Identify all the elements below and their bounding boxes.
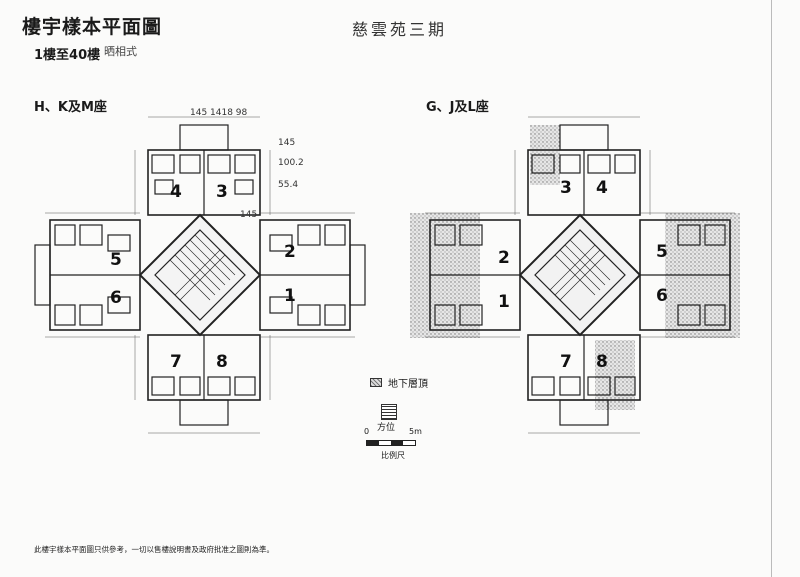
- handwritten-note: 晒相式: [104, 45, 137, 58]
- flat-number: 2: [284, 242, 296, 262]
- compass-icon: [381, 404, 397, 420]
- disclaimer: 此樓宇樣本平面圖只供參考，一切以售樓說明書及政府批准之圖則為準。: [34, 545, 274, 554]
- handwritten-estate-name: 慈雲苑三期: [352, 20, 448, 39]
- shaded-area-swatch: [370, 378, 382, 387]
- flat-number: 4: [170, 182, 182, 202]
- block-title-hkm: H、K及M座: [34, 100, 107, 115]
- block-title-gjl: G、J及L座: [426, 100, 489, 115]
- flat-number: 3: [216, 182, 228, 202]
- floor-range: 1樓至40樓: [34, 48, 101, 63]
- flat-number: 4: [596, 178, 608, 198]
- shaded-area-label: 地下層頂: [388, 379, 428, 390]
- flat-number: 3: [560, 178, 572, 198]
- flat-number: 7: [170, 352, 182, 372]
- flat-number: 6: [656, 286, 668, 306]
- handwritten-annotation: 145: [278, 138, 295, 148]
- flat-number: 6: [110, 288, 122, 308]
- flat-number: 2: [498, 248, 510, 268]
- flat-number: 1: [498, 292, 510, 312]
- flat-number: 5: [656, 242, 668, 262]
- flat-number: 8: [596, 352, 608, 372]
- scale-label: 比例尺: [381, 451, 405, 460]
- scale-bar: [366, 440, 416, 446]
- flat-number: 7: [560, 352, 572, 372]
- flat-number: 5: [110, 250, 122, 270]
- page-edge: [771, 0, 772, 577]
- compass-label: 方位: [377, 423, 396, 433]
- scale-zero: 0: [364, 427, 370, 436]
- handwritten-annotation: 100.2: [278, 158, 304, 168]
- page-title: 樓宇樣本平面圖: [22, 16, 163, 38]
- floor-plan-hkm: 4 3 5 6 2 1 7 8 145 1418 98 145 100.2 55…: [34, 108, 366, 434]
- handwritten-annotation: 145 1418 98: [190, 108, 248, 118]
- flat-number: 1: [284, 286, 296, 306]
- flat-number: 8: [216, 352, 228, 372]
- floor-plan-gjl: 3 4 2 1 5 6 7 7 8: [410, 116, 740, 434]
- handwritten-annotation: 145: [240, 210, 257, 220]
- handwritten-annotation: 55.4: [278, 180, 298, 190]
- scale-max: 5m: [409, 427, 422, 436]
